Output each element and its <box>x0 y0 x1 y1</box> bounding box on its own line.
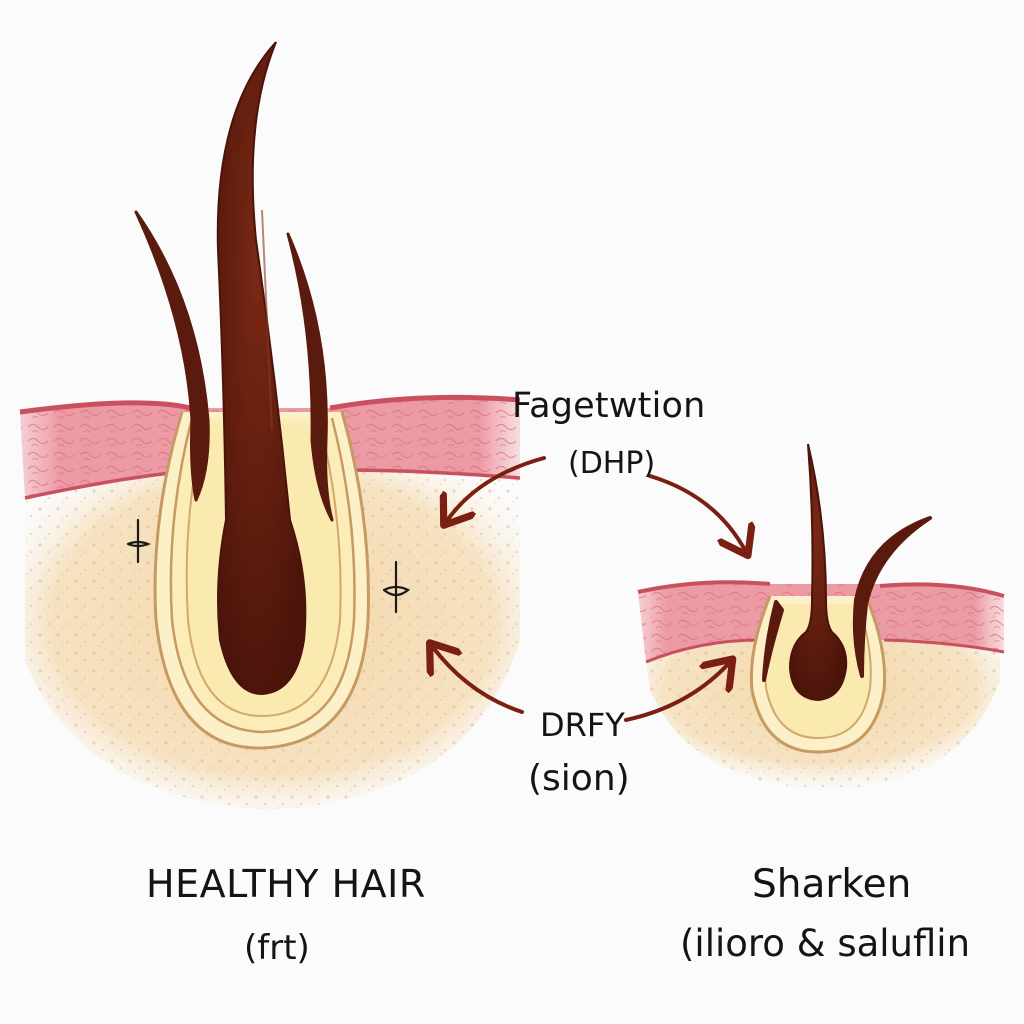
arrow-to-healthy-bottom <box>432 646 524 714</box>
right-epidermis-top-edge <box>637 580 1005 598</box>
left-hair-strand-left <box>134 210 210 502</box>
cause-label: DRFY <box>540 706 625 744</box>
healthy-follicle <box>126 41 410 750</box>
left-follicle-title: HEALTHY HAIR <box>146 862 426 906</box>
left-follicle-subtitle: (frt) <box>244 928 310 968</box>
right-follicle-subtitle: (ilioro & saluflin <box>680 922 971 965</box>
process-label: Fagetwtion <box>512 386 706 426</box>
right-hair-shaft <box>788 443 848 702</box>
shrunken-follicle <box>749 443 932 754</box>
process-arrows <box>432 456 746 722</box>
left-hair-shaft <box>216 41 307 696</box>
right-epidermis-bottom-edge <box>645 638 1005 664</box>
process-sublabel: (DHP) <box>568 446 656 481</box>
arrow-to-shrunken-top <box>648 474 746 552</box>
left-hair-highlights <box>261 209 273 431</box>
right-hair-strand-right <box>852 516 932 678</box>
left-sparkle-icon-2 <box>382 560 410 614</box>
right-follicle-title: Sharken <box>752 862 912 907</box>
arrow-to-shrunken-bottom <box>624 662 730 722</box>
left-hair-strand-right <box>286 232 334 522</box>
left-epidermis-top-edge <box>19 394 521 415</box>
left-sparkle-icon-1 <box>126 518 151 564</box>
right-hair-strand-left <box>762 600 784 682</box>
arrow-to-healthy-top <box>446 456 546 522</box>
cause-sublabel: (sion) <box>528 758 630 799</box>
